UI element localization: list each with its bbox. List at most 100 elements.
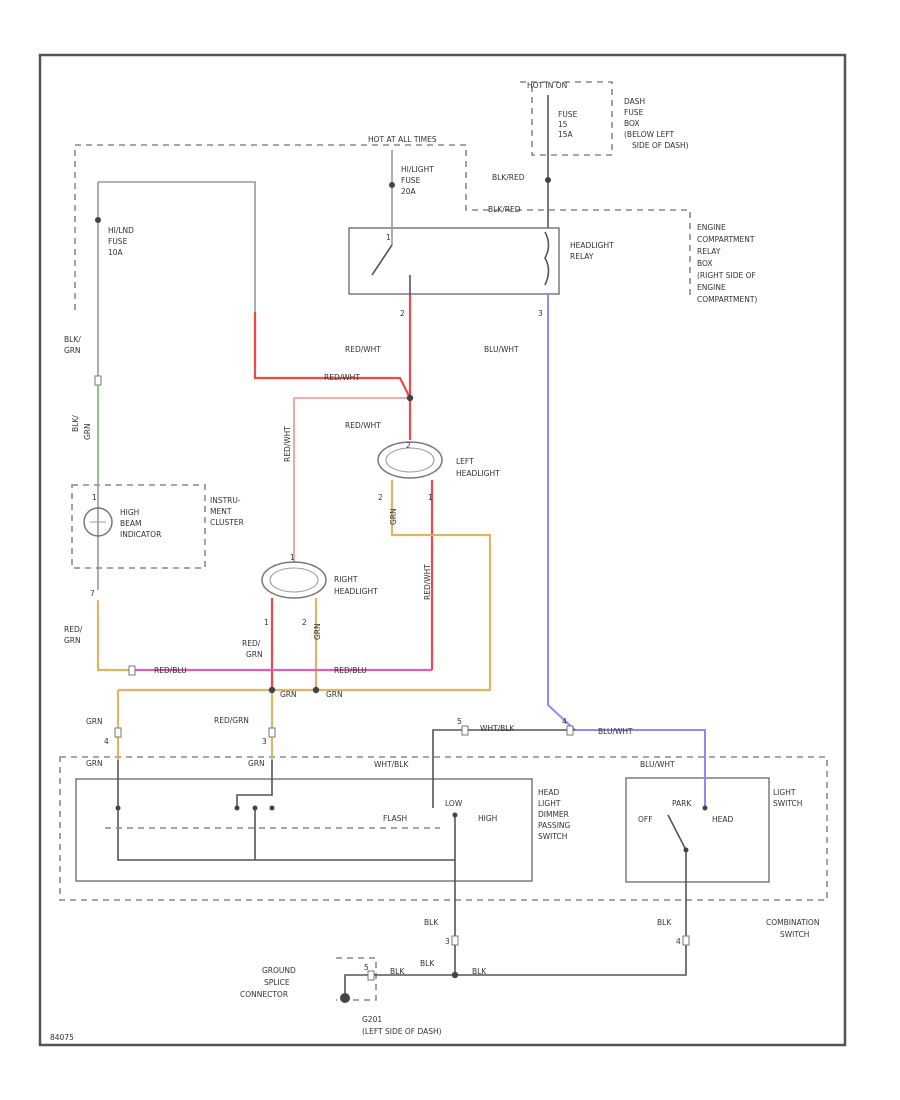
label-red-blu-1: RED/BLU bbox=[154, 666, 187, 675]
label-red-grn-3: RED/ bbox=[242, 639, 261, 648]
label-blk-grn-3: BLK/ bbox=[71, 415, 80, 432]
pin-label: 2 bbox=[406, 441, 411, 450]
label-wht-blk-2: WHT/BLK bbox=[374, 760, 409, 769]
label-red-wht-2: RED/WHT bbox=[324, 373, 360, 382]
label-engine-comp-2: COMPARTMENT bbox=[697, 235, 755, 244]
pin-label: 5 bbox=[364, 963, 369, 972]
label-grn-4: GRN bbox=[326, 690, 343, 699]
label-hi-fuse-2: FUSE bbox=[401, 176, 421, 185]
pin-label: 4 bbox=[676, 937, 681, 946]
label-flash: FLASH bbox=[383, 814, 407, 823]
junction-dots bbox=[95, 177, 708, 1003]
label-blu-wht-2: BLU/WHT bbox=[598, 727, 633, 736]
label-red-grn-5: RED/GRN bbox=[214, 716, 249, 725]
label-blk-red-2: BLK/RED bbox=[488, 205, 521, 214]
label-high-beam-2: BEAM bbox=[120, 519, 142, 528]
pin-label: 3 bbox=[262, 737, 267, 746]
label-grn-7: GRN bbox=[248, 759, 265, 768]
label-dimmer-1: HEAD bbox=[538, 788, 560, 797]
label-left-headlight-2: HEADLIGHT bbox=[456, 469, 500, 478]
label-light-switch-2: SWITCH bbox=[773, 799, 802, 808]
label-high-beam-1: HIGH bbox=[120, 508, 139, 517]
label-hilnd-fuse-2: FUSE bbox=[108, 237, 128, 246]
label-blk-grn-1: BLK/ bbox=[64, 335, 81, 344]
pin-label: 3 bbox=[538, 309, 543, 318]
label-blk-2: BLK bbox=[657, 918, 672, 927]
pin-label: 1 bbox=[264, 618, 269, 627]
label-head: HEAD bbox=[712, 815, 734, 824]
label-fuse-15a-3: 15A bbox=[558, 130, 574, 139]
label-headlight-relay-2: RELAY bbox=[570, 252, 594, 261]
label-hi-fuse-3: 20A bbox=[401, 187, 417, 196]
label-dash-fuse-5: SIDE OF DASH) bbox=[632, 141, 689, 150]
label-red-grn-1: RED/ bbox=[64, 625, 83, 634]
pin-label: 3 bbox=[445, 937, 450, 946]
label-hot-all-times: HOT AT ALL TIMES bbox=[368, 135, 437, 144]
connector-terminals bbox=[94, 375, 690, 981]
label-engine-comp-7: COMPARTMENT) bbox=[697, 295, 757, 304]
label-park: PARK bbox=[672, 799, 692, 808]
label-blk-red-1: BLK/RED bbox=[492, 173, 525, 182]
label-wht-blk-1: WHT/BLK bbox=[480, 724, 515, 733]
pin-label: 1 bbox=[92, 493, 97, 502]
label-blu-wht-3: BLU/WHT bbox=[640, 760, 675, 769]
dashed-boundaries bbox=[59, 81, 828, 1001]
label-hi-fuse-1: HI/LIGHT bbox=[401, 165, 434, 174]
relay-coil bbox=[544, 231, 550, 286]
label-red-grn-4: GRN bbox=[246, 650, 263, 659]
label-grn-1: GRN bbox=[389, 508, 398, 525]
pin-label: 4 bbox=[562, 717, 567, 726]
label-hilnd-fuse-1: HI/LND bbox=[108, 226, 134, 235]
label-engine-comp-5: (RIGHT SIDE OF bbox=[697, 271, 756, 280]
diagram-frame bbox=[38, 53, 847, 1047]
label-blk-5: BLK bbox=[472, 967, 487, 976]
label-grn-6: GRN bbox=[86, 759, 103, 768]
pin-label: 4 bbox=[104, 737, 109, 746]
light-switch-box bbox=[625, 777, 770, 883]
label-right-headlight-2: HEADLIGHT bbox=[334, 587, 378, 596]
label-high: HIGH bbox=[478, 814, 497, 823]
label-blk-3: BLK bbox=[390, 967, 405, 976]
label-red-grn-2: GRN bbox=[64, 636, 81, 645]
label-blk-grn-2: GRN bbox=[64, 346, 81, 355]
label-dash-fuse-1: DASH bbox=[624, 97, 645, 106]
label-blk-4: BLK bbox=[420, 959, 435, 968]
label-combination-2: SWITCH bbox=[780, 930, 809, 939]
label-ground-splice-1: GROUND bbox=[262, 966, 296, 975]
labels: HOT IN ON FUSE 15 15A DASH FUSE BOX (BEL… bbox=[50, 81, 819, 1042]
label-instru-3: CLUSTER bbox=[210, 518, 244, 527]
label-ground-splice-3: CONNECTOR bbox=[240, 990, 288, 999]
label-low: LOW bbox=[445, 799, 463, 808]
label-fuse-15a-2: 15 bbox=[558, 120, 568, 129]
label-grn-3: GRN bbox=[280, 690, 297, 699]
pin-label: 7 bbox=[90, 589, 95, 598]
label-red-wht-1: RED/WHT bbox=[345, 345, 381, 354]
left-headlight-bulb bbox=[377, 441, 443, 479]
headlight-relay-box bbox=[348, 227, 560, 295]
label-grn-5: GRN bbox=[86, 717, 103, 726]
pin-label: 2 bbox=[302, 618, 307, 627]
dimmer-switch-box bbox=[75, 778, 533, 882]
pin-label: 1 bbox=[290, 553, 295, 562]
label-engine-comp-4: BOX bbox=[697, 259, 713, 268]
label-engine-comp-3: RELAY bbox=[697, 247, 721, 256]
label-red-wht-3: RED/WHT bbox=[345, 421, 381, 430]
label-grn-2: GRN bbox=[313, 623, 322, 640]
label-off: OFF bbox=[638, 815, 653, 824]
pin-label: 2 bbox=[400, 309, 405, 318]
label-dash-fuse-2: FUSE bbox=[624, 108, 644, 117]
label-dimmer-5: SWITCH bbox=[538, 832, 567, 841]
wires bbox=[96, 95, 706, 998]
label-instru-1: INSTRU- bbox=[210, 496, 241, 505]
label-blk-1: BLK bbox=[424, 918, 439, 927]
pin-label: 1 bbox=[386, 233, 391, 242]
label-dash-fuse-3: BOX bbox=[624, 119, 640, 128]
label-dash-fuse-4: (BELOW LEFT bbox=[624, 130, 675, 139]
label-headlight-relay-1: HEADLIGHT bbox=[570, 241, 614, 250]
high-beam-indicator-icon bbox=[83, 507, 113, 537]
label-right-headlight-1: RIGHT bbox=[334, 575, 358, 584]
label-red-wht-4: RED/WHT bbox=[283, 426, 292, 462]
label-fuse-15a-1: FUSE bbox=[558, 110, 578, 119]
label-engine-comp-6: ENGINE bbox=[697, 283, 726, 292]
